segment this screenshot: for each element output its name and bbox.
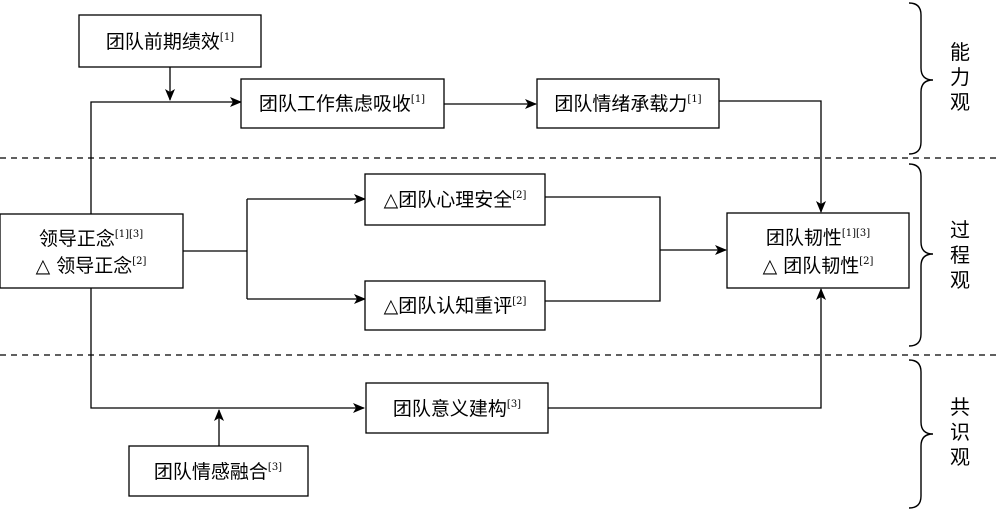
label-process-3: 观 [950, 268, 970, 292]
label-capability: 能 力 观 [950, 40, 970, 114]
edge-capacity-to-resilience [719, 100, 826, 213]
label-capability-3: 观 [950, 90, 970, 114]
edge-sensemaking-to-resilience [548, 288, 826, 409]
label-process: 过 程 观 [950, 218, 970, 292]
brace-capability [908, 2, 934, 155]
node-work-anxiety: 团队工作焦虑吸收[1] [240, 78, 445, 129]
node-psych-safety: △团队心理安全[2] [364, 173, 546, 226]
node-leadership-line2: △ 领导正念[2] [36, 254, 147, 277]
node-leadership-line1: 领导正念[1][3] [39, 227, 143, 250]
node-emotion-fusion: 团队情感融合[3] [128, 445, 309, 497]
brace-process [908, 163, 934, 347]
node-cognitive-reappraisal-text: △团队认知重评[2] [384, 295, 527, 317]
label-capability-2: 力 [950, 65, 970, 89]
label-consensus: 共 识 观 [950, 395, 970, 469]
label-process-2: 程 [950, 243, 970, 267]
edge-leadership-to-anxiety [90, 97, 242, 214]
label-consensus-2: 识 [950, 420, 970, 444]
brace-consensus [908, 359, 934, 509]
node-psych-safety-text: △团队心理安全[2] [384, 189, 527, 211]
node-emotion-fusion-text: 团队情感融合[3] [154, 461, 282, 483]
node-work-anxiety-text: 团队工作焦虑吸收[1] [259, 93, 425, 115]
node-resilience-line2: △ 团队韧性[2] [763, 255, 874, 277]
node-prior-performance: 团队前期绩效[1] [78, 14, 262, 68]
node-emotional-capacity-text: 团队情绪承载力[1] [554, 93, 701, 115]
node-sensemaking-text: 团队意义建构[3] [393, 398, 521, 420]
node-emotional-capacity: 团队情绪承载力[1] [536, 78, 720, 129]
node-resilience-line1: 团队韧性[1][3] [766, 227, 870, 249]
edge-leadership-to-sensemaking [90, 288, 365, 413]
label-capability-1: 能 [950, 40, 970, 64]
node-resilience: 团队韧性[1][3] △ 团队韧性[2] [726, 212, 910, 289]
node-prior-performance-text: 团队前期绩效[1] [106, 31, 234, 53]
node-sensemaking: 团队意义建构[3] [365, 382, 549, 434]
label-process-1: 过 [950, 218, 970, 242]
edge-psych-safety-merge [545, 196, 661, 302]
node-leadership: 领导正念[1][3] △ 领导正念[2] [0, 213, 184, 289]
node-cognitive-reappraisal: △团队认知重评[2] [364, 280, 546, 331]
label-consensus-1: 共 [950, 395, 970, 419]
label-consensus-3: 观 [950, 445, 970, 469]
